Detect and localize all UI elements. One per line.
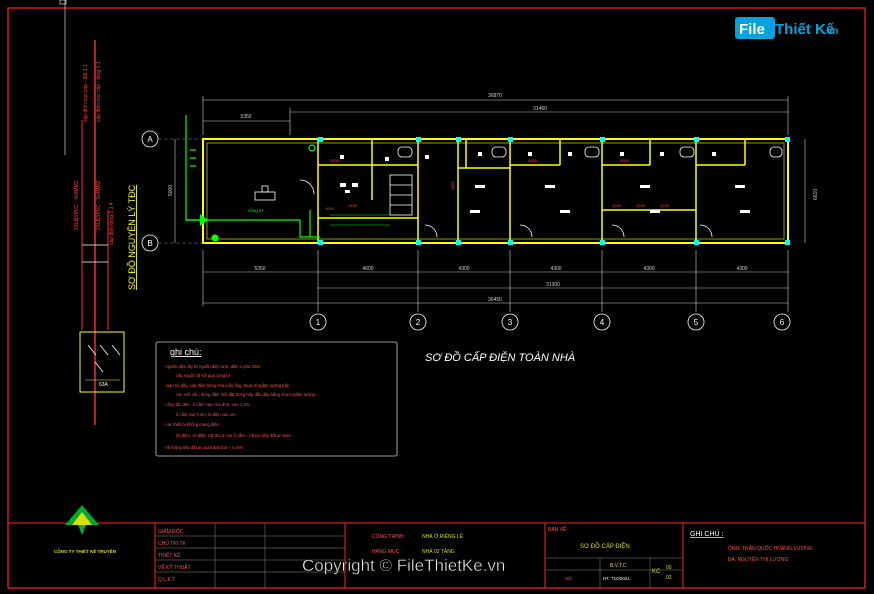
room-dim-9: 3000 xyxy=(620,158,630,163)
dim-first-top: 5350 xyxy=(240,114,251,120)
axis-4: 4 xyxy=(600,318,605,327)
dim-left: 5000 xyxy=(168,185,174,196)
owner-1: ÔNG: TRẦN QUỐC HOÀNG VƯƠNG xyxy=(728,545,813,552)
title-block xyxy=(8,522,865,588)
top-dimensions xyxy=(202,96,789,135)
axis-2: 2 xyxy=(416,318,421,327)
cable-label-5: cáp điện tầng 2,3,4 xyxy=(109,202,115,245)
dim-bottom-1: 5350 xyxy=(254,266,265,272)
axis-1: 1 xyxy=(316,318,321,327)
role-designer: THIẾT KẾ xyxy=(158,552,181,559)
owner-2: BÀ: NGUYỄN THỊ LƯƠNG xyxy=(728,556,789,563)
axis-3: 3 xyxy=(508,318,513,327)
company-logo-icon xyxy=(65,505,99,535)
bottom-dimensions xyxy=(202,250,789,312)
dim-right: 6610 xyxy=(813,189,819,200)
note-line-8: (tủ điện, vỏ đtkk, cột thư 3 của ổ cắm..… xyxy=(176,433,292,438)
room-dim-7: 1200 xyxy=(636,203,646,208)
schematic-title: SƠ ĐỒ NGUYÊN LÝ TĐC xyxy=(126,184,137,290)
axis-a: A xyxy=(147,135,153,144)
room-dim-2: 1450 xyxy=(348,203,358,208)
owner-notes-label: GHI CHÚ : xyxy=(690,529,724,538)
dim-second-top: 31460 xyxy=(533,106,547,112)
cable-label-4: 2XLBSPVC - 3x4MM2 xyxy=(96,180,102,230)
note-line-2: cấp nguồn đi nổi qua công tơ xyxy=(176,373,230,378)
note-line-1: - nguồn điện lấy từ nguồn điện lưới, điệ… xyxy=(163,364,261,369)
cable-label-3: 2XLBSPVC - 4x6MM2 xyxy=(74,180,80,230)
room-dim-5: 3450 xyxy=(450,180,455,190)
notes-lines: - nguồn điện lấy từ nguồn điện lưới, điệ… xyxy=(163,364,316,450)
project-label: CÔNG TRÌNH : xyxy=(372,533,406,540)
room-dim-4: 3000 xyxy=(528,158,538,163)
copyright-watermark: Copyright © FileThietKe.vn xyxy=(302,556,505,575)
company-name: CÔNG TY THIẾT KẾ TRUYỀN xyxy=(54,547,116,554)
role-director: GIÁM ĐỐC xyxy=(158,528,184,535)
note-line-3: - toàn bộ dây, cáp điện trong nhà luồn ố… xyxy=(163,383,290,388)
note-line-4: các mối nối ( dùng đấm mối đặt trong hộp… xyxy=(176,392,316,397)
drawing-value: SƠ ĐỒ CẤP ĐIỆN xyxy=(580,542,630,550)
room-dim-1: 1000 xyxy=(325,206,335,211)
dim-bottom-total2: 36450 xyxy=(488,297,502,303)
axis-5: 5 xyxy=(694,318,699,327)
power-riser-schematic: cáp điện trục cấp - đất 1.1 cáp điện trụ… xyxy=(74,40,137,425)
dim-bottom-2: 4600 xyxy=(362,266,373,272)
drawing-label: BẢN VẼ: xyxy=(548,526,568,533)
floor-plan: công tơ 1000 1450 2000 3000 3450 1200 12… xyxy=(185,115,790,245)
cable-label-2: cáp điện trục cấp - tầng 1.1 xyxy=(96,61,102,122)
dim-bottom-6: 4300 xyxy=(736,266,747,272)
room-dim-3: 2000 xyxy=(330,158,340,163)
dim-total-top: 36870 xyxy=(488,93,502,99)
distribution-box xyxy=(79,331,125,393)
drawing-frame xyxy=(7,7,866,589)
room-dim-6: 1200 xyxy=(612,203,622,208)
filethietke-logo: File Thiết Kế .vn xyxy=(735,17,838,39)
axis-letters: A B xyxy=(141,130,205,252)
project-value: NHÀ Ở RIÊNG LẺ xyxy=(422,532,464,540)
dim-bottom-3: 4300 xyxy=(458,266,469,272)
note-line-9: - hệ thống tiếp đất an toàn đạt nhỏ < 4 … xyxy=(163,445,244,450)
axis-6: 6 xyxy=(780,318,785,327)
dim-bottom-total1: 31300 xyxy=(546,282,560,288)
breaker-label: 63A xyxy=(99,382,109,388)
room-dim-8: 1200 xyxy=(660,203,670,208)
role-drafter: VẼ KỸ THUẬT xyxy=(158,564,191,571)
ref-label: SỐ: xyxy=(565,575,573,581)
axis-numbers xyxy=(309,313,791,331)
note-line-6: ổ cắm cao 0.4m, tủ điện cao 1m xyxy=(176,412,236,417)
axis-b: B xyxy=(147,239,152,248)
construction-marker xyxy=(59,0,67,5)
drawing-title: SƠ ĐỒ CẤP ĐIỆN TOÀN NHÀ xyxy=(425,351,575,364)
logo-tld: .vn xyxy=(824,26,838,37)
role-qc: Q.L.K.T xyxy=(158,577,175,583)
role-lead: CHỦ TRÌ TK xyxy=(158,540,187,547)
logo-file: File xyxy=(739,21,765,38)
sheet-code: KC xyxy=(652,569,661,575)
dim-bottom-5: 4300 xyxy=(643,266,654,272)
sheet-num-1: 00 xyxy=(666,565,672,571)
note-line-5: - công tắc đèn , ổ cắm cao cửa đi kt, ca… xyxy=(163,402,250,407)
item-label: HẠNG MỤC : xyxy=(372,549,402,555)
meter-label: công tơ xyxy=(248,208,263,213)
ref-value: HT. T10/2021 xyxy=(603,576,630,581)
sheet-num-2: 02 xyxy=(666,575,672,581)
stage-value: B.V.T.C xyxy=(610,563,627,569)
note-line-7: - các thiết bị không mang điện : xyxy=(163,422,221,427)
notes-box xyxy=(155,341,398,457)
logo-brand: Thiết Kế xyxy=(775,21,835,38)
dim-bottom-4: 4300 xyxy=(550,266,561,272)
notes-heading: ghi chú: xyxy=(170,347,202,357)
cable-label-1: cáp điện trục cấp - đất 1.1 xyxy=(83,64,89,122)
item-value: NHÀ 02 TẦNG xyxy=(422,548,455,555)
